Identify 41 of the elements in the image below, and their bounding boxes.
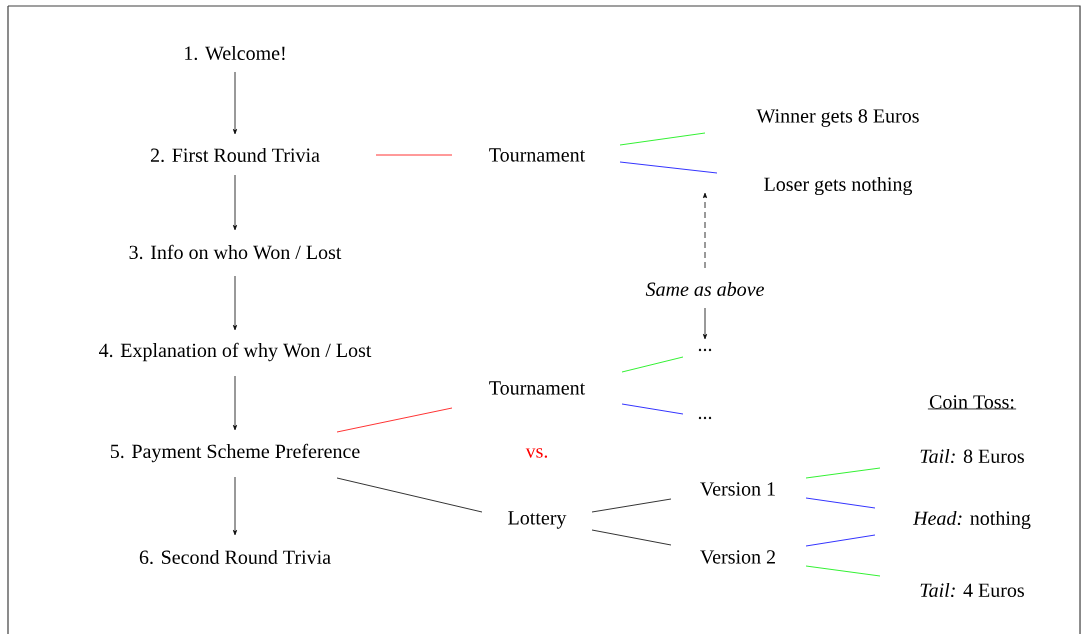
branch-label: Lottery (508, 511, 567, 529)
connector-line (805, 467, 881, 479)
step-label: 3. Info on who Won / Lost (129, 244, 342, 260)
branch-label: Tournament (489, 148, 586, 162)
arrow (233, 275, 237, 331)
connector-line (375, 154, 453, 156)
step-label: 6. Second Round Trivia (139, 549, 331, 565)
branch-label: ... (698, 348, 712, 352)
arrow (703, 307, 707, 340)
step-label: 1. Welcome! (185, 45, 285, 61)
connector-line (805, 534, 876, 547)
arrow (233, 476, 237, 536)
branch-label: Winner gets 8 Euros (756, 109, 919, 127)
branch-label: Tail: 4 Euros (920, 582, 1024, 598)
connector-line (621, 403, 684, 415)
branch-label: Tail: 8 Euros (920, 448, 1024, 464)
arrow (703, 192, 707, 269)
heading: Coin Toss: (927, 395, 1017, 410)
step-label: 5. Payment Scheme Preference (110, 443, 360, 463)
connector-line (591, 529, 672, 546)
connector-line (336, 407, 453, 433)
branch-label: Head: nothing (912, 510, 1031, 530)
connector-line (336, 477, 483, 513)
step-label: 2. First Round Trivia (150, 147, 320, 163)
connector-line (805, 565, 881, 577)
branch-label: ... (698, 416, 712, 420)
branch-label: Version 2 (700, 550, 775, 564)
connector-line (619, 161, 718, 174)
branch-label: Tournament (489, 381, 586, 395)
connector-line (619, 132, 706, 146)
connector-line (805, 497, 876, 509)
step-label: 4. Explanation of why Won / Lost (99, 342, 372, 362)
branch-label: Loser gets nothing (764, 176, 913, 196)
versus-label: vs. (525, 448, 548, 458)
connector-line (591, 498, 672, 513)
branch-label: Version 1 (700, 482, 775, 496)
arrow (233, 375, 237, 431)
connector-line (621, 356, 684, 373)
note-text: Same as above (645, 281, 764, 297)
arrow (233, 71, 237, 135)
arrow (233, 174, 237, 231)
